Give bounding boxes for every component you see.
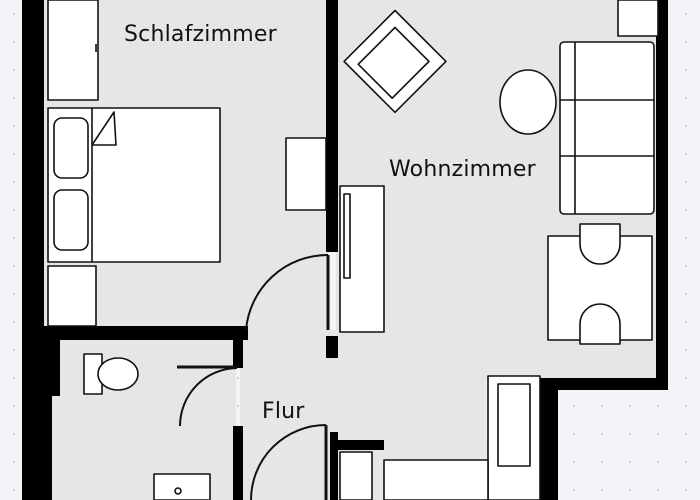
wardrobe xyxy=(47,0,99,101)
kitchen-unit-inner xyxy=(497,383,531,467)
room-label-flur: Flur xyxy=(262,399,305,424)
wall-flur-right xyxy=(330,432,338,500)
kitchen-counter xyxy=(383,459,489,500)
door-bedroom-swing xyxy=(245,253,329,331)
bed-blanket-fold xyxy=(91,108,117,262)
wall-right-outer xyxy=(656,0,668,386)
night-stand xyxy=(47,265,97,327)
wall-flur-bottom xyxy=(330,440,384,450)
wall-bath-left-step xyxy=(22,340,60,396)
sink xyxy=(153,473,211,500)
furniture xyxy=(47,0,659,500)
wall-partition-lower xyxy=(326,336,338,358)
armchair-seat xyxy=(357,26,430,99)
wall-bedroom-bottom xyxy=(22,326,248,340)
bedroom-desk xyxy=(285,137,327,211)
door-lower-swing xyxy=(250,424,327,500)
wall-bath-right-top xyxy=(233,340,243,368)
walls xyxy=(22,0,668,500)
wall-partition-upper xyxy=(326,0,338,252)
wall-bath-right-bottom xyxy=(233,426,243,500)
dining-chair-top xyxy=(579,223,621,265)
sink-drain xyxy=(174,487,182,495)
wall-bottom-right xyxy=(540,378,558,500)
wall-left-top xyxy=(22,0,28,100)
wall-living-bottom xyxy=(540,378,668,390)
fridge xyxy=(339,451,373,500)
tv xyxy=(343,193,351,279)
side-table xyxy=(499,69,557,135)
floor-wohnzimmer-lower xyxy=(336,370,486,442)
room-label-wohnzimmer: Wohnzimmer xyxy=(389,157,536,182)
door-bath-swing xyxy=(179,367,238,427)
shelf xyxy=(617,0,659,37)
toilet-bowl xyxy=(97,357,139,391)
armchair xyxy=(343,9,447,114)
room-label-schlafzimmer: Schlafzimmer xyxy=(124,22,277,47)
sofa xyxy=(559,41,655,215)
bed-pillow-top xyxy=(53,117,89,179)
bed-pillow-bottom xyxy=(53,189,89,251)
doors xyxy=(177,253,330,500)
dining-chair-bottom xyxy=(579,303,621,345)
